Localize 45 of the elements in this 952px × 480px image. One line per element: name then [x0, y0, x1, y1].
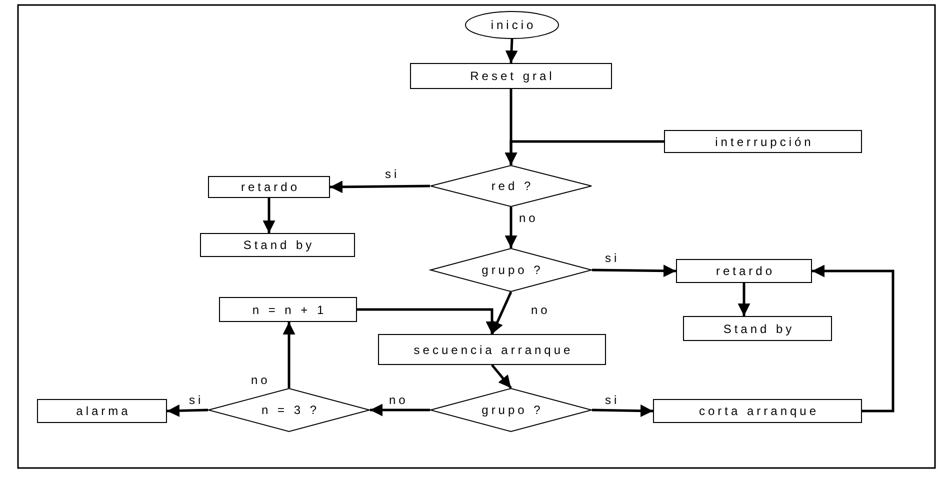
- arrow: [592, 404, 654, 418]
- arrow: [490, 291, 512, 335]
- node-label: Stand by: [722, 322, 795, 336]
- arrow: [370, 404, 430, 416]
- arrow: [592, 264, 676, 278]
- arrow: [262, 198, 276, 233]
- arrow: [812, 264, 894, 412]
- node-label: red ?: [490, 179, 534, 193]
- node-label: Stand by: [242, 238, 315, 252]
- node-label: inicio: [490, 18, 536, 32]
- arrow: [491, 364, 512, 389]
- node-label: retardo: [714, 264, 776, 278]
- node-label: retardo: [240, 180, 300, 194]
- process-box: [37, 399, 167, 423]
- node-label: corta arranque: [698, 404, 820, 418]
- process-box: [200, 233, 355, 257]
- node-label: n = 3 ?: [260, 403, 320, 417]
- arrow: [282, 322, 296, 388]
- node-label: alarma: [75, 404, 131, 418]
- decision-diamond: [430, 248, 592, 292]
- decision-diamond: [208, 388, 370, 432]
- process-box: [410, 63, 612, 89]
- arrow: [504, 140, 664, 165]
- node-label: interrupción: [714, 134, 814, 148]
- node-label: grupo ?: [480, 263, 544, 277]
- node-label: Reset gral: [469, 69, 555, 83]
- arrow: [504, 207, 518, 248]
- process-box: [683, 316, 832, 341]
- process-box: [664, 130, 862, 153]
- process-box: [676, 259, 812, 283]
- process-box: [208, 176, 330, 198]
- terminal-ellipse: [465, 11, 559, 39]
- arrow: [166, 404, 208, 417]
- process-box: [378, 334, 606, 365]
- arrow: [738, 283, 750, 316]
- node-label: n = n + 1: [251, 302, 327, 316]
- node-label: grupo ?: [480, 403, 544, 417]
- decision-diamond: [430, 165, 592, 207]
- decision-diamond: [430, 388, 592, 432]
- process-box: [219, 297, 357, 322]
- arrow: [505, 38, 518, 64]
- arrow: [357, 308, 498, 334]
- node-label: secuencia arranque: [412, 342, 574, 356]
- arrow: [330, 180, 430, 194]
- process-box: [653, 399, 862, 423]
